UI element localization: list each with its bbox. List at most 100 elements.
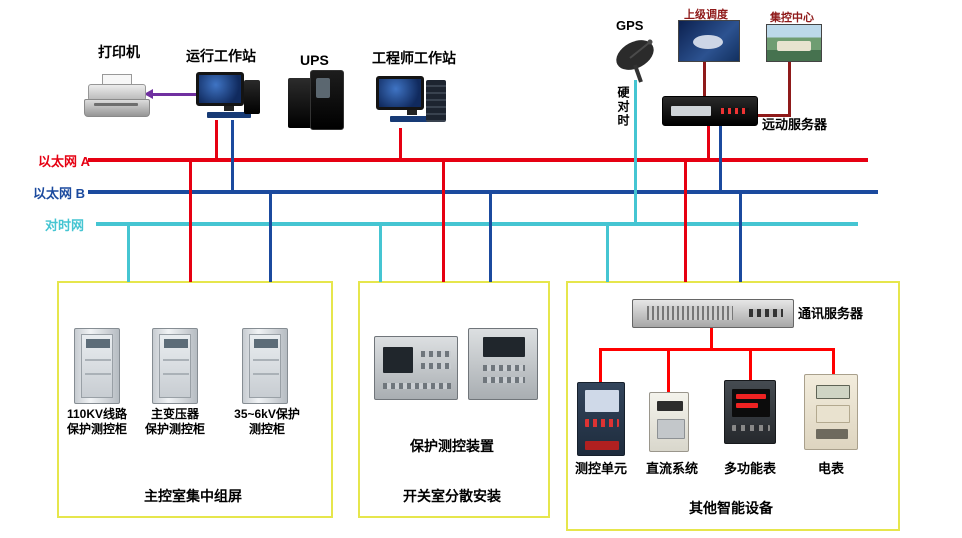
- printer-link-arrow: [144, 89, 153, 99]
- smart-devices-trunk-wire: [599, 348, 835, 351]
- multi-meter-icon: [724, 380, 776, 444]
- ups-label: UPS: [300, 52, 329, 68]
- box3-eth-b-wire: [739, 194, 742, 282]
- box2-eth-b-wire: [489, 194, 492, 282]
- cabinet-110kv-label: 110KV线路 保护测控柜: [52, 407, 142, 437]
- ctrl-unit-label: 测控单元: [574, 461, 627, 476]
- dc-system-wire: [667, 348, 670, 394]
- cabinet-transformer-label-line2: 保护测控柜: [144, 422, 205, 436]
- ethernet-b-bus: [88, 190, 878, 194]
- engineer-workstation-icon: [376, 76, 448, 128]
- comm-server-icon: [632, 299, 794, 328]
- cabinet-35-6kv-label-line2: 测控柜: [248, 422, 285, 436]
- monitor-stand: [224, 106, 234, 111]
- comm-server-vents: [647, 306, 733, 320]
- box2-eth-a-wire: [442, 162, 445, 282]
- gps-label: GPS: [616, 18, 644, 33]
- ctrl-unit-leds: [585, 419, 619, 427]
- cabinet-35-6kv-label: 35~6kV保护 测控柜: [222, 407, 312, 437]
- device-buttons: [421, 363, 451, 369]
- monitor-keyboard: [207, 112, 251, 118]
- dispatch-photo: [678, 20, 740, 62]
- multi-meter-label: 多功能表: [723, 461, 776, 476]
- engineer-workstation-label: 工程师工作站: [372, 50, 456, 66]
- ups-tower-small: [288, 78, 312, 128]
- dispatch-label: 上级调度: [684, 9, 728, 21]
- dc-system-label: 直流系统: [645, 461, 698, 476]
- protection-device-1-icon: [374, 336, 458, 400]
- monitor-keyboard: [390, 116, 434, 122]
- cabinet-line: [85, 373, 111, 375]
- opws-eth-a-wire: [215, 120, 218, 160]
- server-eth-a-wire: [707, 124, 710, 160]
- cabinet-110kv-icon: [74, 328, 120, 404]
- comm-server-label: 通讯服务器: [798, 306, 864, 321]
- monitor-screen: [376, 76, 424, 110]
- cabinet-line: [253, 373, 279, 375]
- control-center-label: 集控中心: [770, 12, 814, 24]
- control-center-link-wire: [788, 60, 791, 116]
- operator-workstation-icon: [196, 72, 262, 122]
- device-screen: [483, 337, 525, 357]
- printer-link-wire: [152, 93, 200, 96]
- dc-system-icon: [649, 392, 689, 452]
- cabinet-35-6kv-icon: [242, 328, 288, 404]
- hard-time-sync-label: 硬对时: [616, 86, 630, 128]
- ctrl-unit-icon: [577, 382, 625, 456]
- multi-meter-wire: [749, 348, 752, 382]
- monitor-screen: [196, 72, 244, 106]
- panel-switch-room-title: 开关室分散安装: [403, 488, 501, 504]
- dispatch-photo-detail: [693, 35, 723, 49]
- multi-meter-buttons: [732, 425, 770, 431]
- rtu-server-icon: [662, 96, 758, 126]
- opws-eth-b-wire: [231, 120, 234, 192]
- ethernet-a-label: 以太网 A: [38, 154, 91, 169]
- device-buttons: [483, 377, 525, 383]
- printer-slot: [94, 103, 138, 106]
- server-eth-b-wire: [719, 124, 722, 192]
- cabinet-transformer-label-line1: 主变压器: [150, 407, 199, 421]
- printer-label: 打印机: [98, 44, 140, 60]
- workstation-rack: [426, 80, 446, 122]
- energy-meter-terminals: [816, 429, 848, 439]
- protection-device-label: 保护测控装置: [410, 438, 494, 454]
- device-buttons: [383, 383, 451, 389]
- energy-meter-plate: [816, 405, 850, 423]
- cabinet-transformer-icon: [152, 328, 198, 404]
- gps-dish-graphic: [616, 39, 654, 83]
- cabinet-35-6kv-label-line1: 35~6kV保护: [234, 407, 300, 421]
- monitor-stand: [407, 110, 417, 115]
- energy-meter-label: 电表: [817, 461, 844, 476]
- cabinet-line: [163, 359, 189, 361]
- ctrl-unit-screen: [585, 390, 619, 412]
- control-center-link-elbow: [752, 114, 791, 117]
- cabinet-line: [163, 373, 189, 375]
- ctrl-unit-badge: [585, 441, 619, 450]
- comm-server-drop-wire: [710, 326, 713, 350]
- energy-meter-icon: [804, 374, 858, 450]
- comm-server-leds: [749, 309, 783, 317]
- box3-time-wire: [606, 226, 609, 282]
- energy-meter-display: [816, 385, 850, 399]
- dc-system-body: [657, 419, 685, 439]
- cabinet-transformer-label: 主变压器 保护测控柜: [130, 407, 220, 437]
- time-sync-bus: [96, 222, 858, 226]
- ethernet-b-label: 以太网 B: [33, 186, 86, 201]
- box2-time-wire: [379, 226, 382, 282]
- dispatch-link-wire: [703, 60, 706, 98]
- cabinet-110kv-label-line2: 保护测控柜: [66, 422, 127, 436]
- device-buttons: [483, 365, 525, 371]
- dc-system-screen: [657, 401, 683, 411]
- printer-icon: [84, 74, 150, 117]
- panel-smart-devices-title: 其他智能设备: [689, 500, 773, 516]
- workstation-tower: [244, 80, 260, 114]
- protection-device-2-icon: [468, 328, 538, 400]
- cabinet-line: [85, 359, 111, 361]
- gps-dish-icon: [610, 36, 660, 84]
- cabinet-110kv-label-line1: 110KV线路: [66, 407, 128, 421]
- rtu-server-label: 远动服务器: [762, 117, 828, 132]
- operator-workstation-label: 运行工作站: [186, 48, 256, 64]
- ctrl-unit-wire: [599, 348, 602, 384]
- box1-time-wire: [127, 226, 130, 282]
